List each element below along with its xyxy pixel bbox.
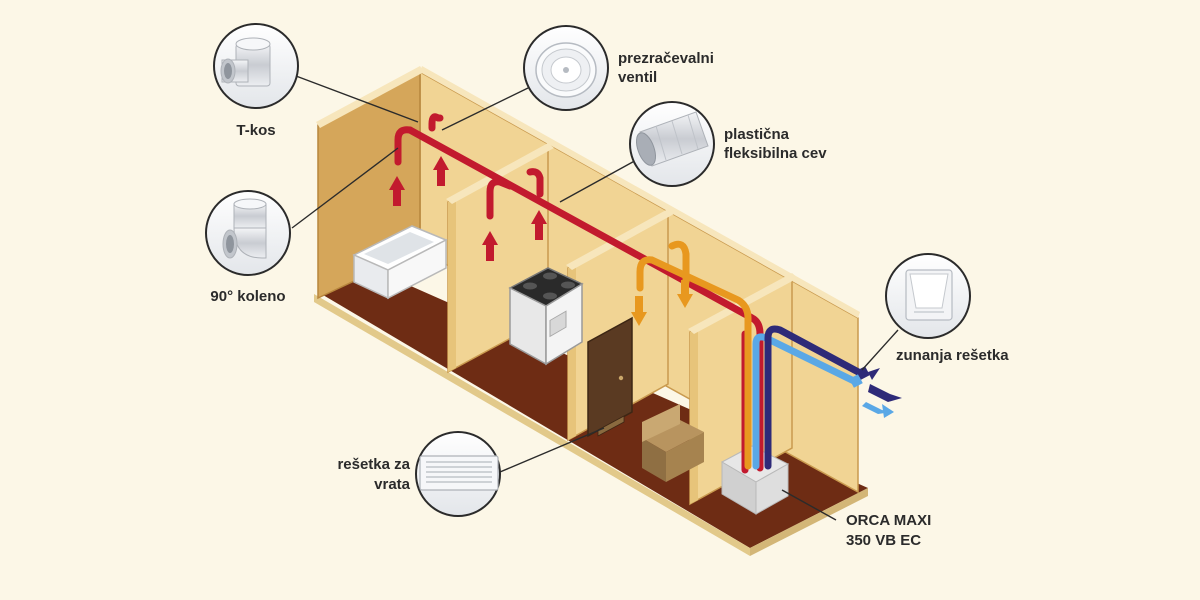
callout-ventil [523, 25, 609, 111]
label-koleno: 90° koleno [210, 288, 285, 305]
arrow-intake-in [862, 402, 894, 418]
t-piece-icon [220, 37, 271, 87]
valve-icon [535, 42, 597, 98]
arrow-up-1 [389, 176, 405, 206]
arrow-exhaust-out [868, 368, 902, 402]
external-grille-exhaust [856, 366, 870, 380]
callout-lines [291, 75, 899, 521]
flex-duct-icon [635, 111, 709, 167]
extract-duct [394, 126, 764, 472]
door-grille-icon [419, 455, 499, 491]
sofa [642, 404, 704, 482]
supply-branch [668, 240, 690, 286]
arrow-up-3 [482, 231, 498, 261]
partition-1-edge [448, 198, 456, 372]
label-t-kos: T-kos [236, 122, 275, 139]
label-cev-line-1: plastična [724, 126, 790, 143]
callout-koleno [205, 190, 291, 276]
extract-branch-1 [428, 113, 444, 132]
label-orca-line-2: 350 VB EC [846, 532, 921, 549]
door [587, 316, 633, 438]
ducts [394, 113, 866, 474]
exhaust-duct [764, 325, 866, 470]
external-grille-icon [905, 269, 953, 321]
partition-2-top [566, 209, 674, 270]
flow-arrows [389, 156, 902, 418]
callout-t-kos [213, 23, 299, 109]
stove [508, 267, 584, 366]
floor-edge-front [314, 294, 750, 556]
left-wall-top [316, 66, 424, 128]
callout-zunanja [885, 253, 971, 339]
floor-edge-right [750, 488, 868, 556]
label-cev-line-2: fleksibilna cev [724, 145, 827, 162]
label-ventil-line-1: prezračevalni [618, 50, 714, 67]
arrow-down-2 [677, 280, 693, 308]
arrow-up-2 [433, 156, 449, 186]
callout-cev [629, 101, 715, 187]
elbow-icon [222, 198, 267, 259]
label-ventil-line-2: ventil [618, 69, 657, 86]
external-grille-intake [849, 374, 863, 388]
label-zunanja: zunanja rešetka [896, 347, 1009, 364]
extract-branch-2 [486, 178, 514, 220]
door-grille [597, 415, 625, 437]
partition-3-edge [690, 328, 698, 504]
bathtub [352, 225, 448, 300]
label-vrata-line-2: vrata [374, 476, 411, 493]
back-wall-top [420, 66, 860, 318]
callout-vrata [415, 431, 501, 517]
arrow-up-4 [531, 210, 547, 240]
label-orca-line-1: ORCA MAXI [846, 512, 931, 529]
partition-1-top [446, 143, 554, 204]
label-vrata-line-1: rešetka za [337, 456, 410, 473]
arrow-down-1 [631, 296, 647, 326]
extract-branch-3 [526, 168, 544, 198]
supply-duct [636, 256, 752, 470]
